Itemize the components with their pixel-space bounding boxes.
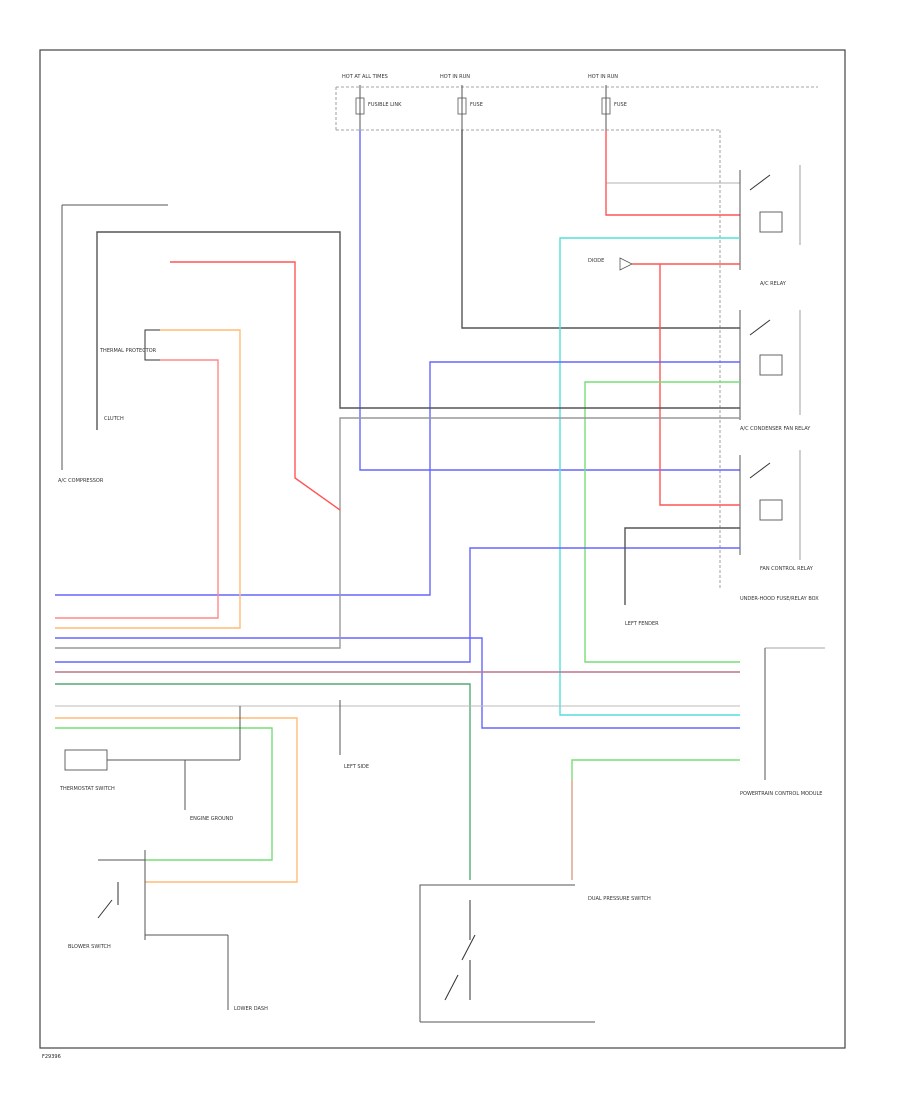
- underhood-box-label: UNDER-HOOD FUSE/RELAY BOX: [740, 596, 819, 602]
- wire-blue-3: [55, 637, 740, 729]
- fuse-2-label: HOT IN RUN: [440, 74, 470, 80]
- wire-gray-comp: [55, 417, 740, 649]
- pcm: POWERTRAIN CONTROL MODULE: [740, 647, 825, 797]
- fuse-1-label: HOT AT ALL TIMES: [342, 74, 388, 80]
- wire-blue-1: [55, 361, 740, 596]
- ac-relay: A/C RELAY: [739, 165, 801, 287]
- wire-green-2: [55, 727, 273, 861]
- fuse-1: HOT AT ALL TIMES FUSIBLE LINK: [342, 74, 402, 130]
- blower-switch: BLOWER SWITCH LOWER DASH: [68, 850, 268, 1012]
- fuse-1-name: FUSIBLE LINK: [368, 102, 402, 108]
- fuse-3: HOT IN RUN FUSE: [588, 74, 627, 130]
- wire-pink: [55, 359, 219, 619]
- fuse-box: [335, 86, 818, 590]
- pressure-switch-label: DUAL PRESSURE SWITCH: [588, 896, 651, 902]
- wire-blue-2: [55, 547, 740, 663]
- wire-black-ground: [624, 527, 740, 605]
- fuse-3-name: FUSE: [614, 102, 627, 108]
- wire-green: [584, 381, 740, 663]
- wire-teal: [55, 683, 471, 880]
- pcm-label: POWERTRAIN CONTROL MODULE: [740, 791, 822, 797]
- wire-orange: [55, 329, 241, 629]
- wire-cyan: [559, 237, 740, 716]
- fan-ctrl-relay-label: FAN CONTROL RELAY: [760, 566, 814, 572]
- thermal-protector-label: THERMAL PROTECTOR: [99, 348, 157, 354]
- fan-control-relay: FAN CONTROL RELAY: [739, 450, 814, 572]
- wire-orange-2: [55, 717, 298, 883]
- condenser-fan-relay: A/C CONDENSER FAN RELAY: [739, 310, 811, 432]
- wire-red-fan: [659, 264, 740, 506]
- ac-relay-label: A/C RELAY: [760, 281, 787, 287]
- wire-black-fuse2: [461, 130, 740, 329]
- fuse-3-label: HOT IN RUN: [588, 74, 618, 80]
- ac-compressor-label: A/C COMPRESSOR: [58, 478, 104, 484]
- fuse-2: HOT IN RUN FUSE: [440, 74, 483, 130]
- wire-red-fuse3: [605, 130, 740, 216]
- pressure-switch: DUAL PRESSURE SWITCH: [419, 884, 651, 1023]
- wire-red-comp: [170, 261, 341, 511]
- thermostat-switch-label: THERMOSTAT SWITCH: [59, 786, 115, 792]
- ground-left-side-label: LEFT SIDE: [344, 764, 369, 770]
- wire-blue-fuse1: [359, 130, 740, 471]
- fuse-2-name: FUSE: [470, 102, 483, 108]
- diode-label: DIODE: [588, 258, 604, 264]
- wire-black-comp: [96, 231, 740, 430]
- ground-left-fender-label: LEFT FENDER: [625, 621, 659, 627]
- clutch-label: CLUTCH: [104, 416, 124, 422]
- ground-engine-label: ENGINE GROUND: [190, 816, 233, 822]
- cond-fan-relay-label: A/C CONDENSER FAN RELAY: [740, 426, 811, 432]
- wire-green-pcm: [571, 759, 740, 880]
- ac-compressor: A/C COMPRESSOR THERMAL PROTECTOR CLUTCH: [58, 204, 168, 484]
- outer-border: [39, 49, 846, 1049]
- diode: DIODE: [588, 257, 633, 271]
- ground-lower-dash-label: LOWER DASH: [234, 1006, 268, 1012]
- thermostat-switch: THERMOSTAT SWITCH ENGINE GROUND: [59, 706, 241, 822]
- blower-switch-label: BLOWER SWITCH: [68, 944, 111, 950]
- footer-id: F29396: [42, 1054, 61, 1060]
